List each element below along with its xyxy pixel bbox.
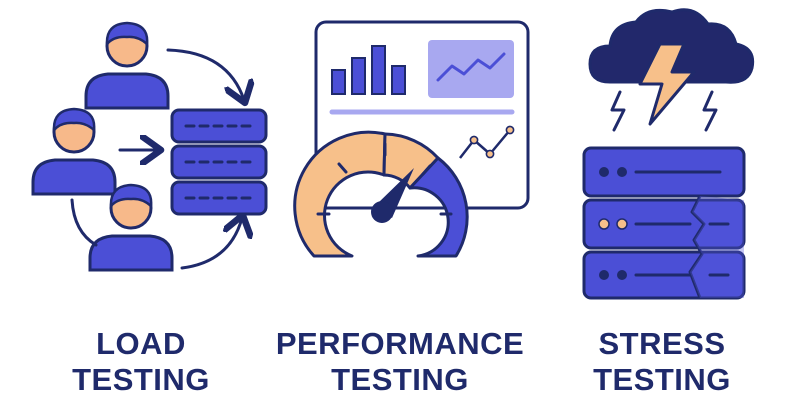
user-icon [88, 183, 174, 272]
line-chart-icon [428, 40, 514, 98]
performance-testing-caption: PERFORMANCE TESTING [272, 326, 528, 397]
line-chart-icon [459, 125, 515, 159]
lightning-icon [610, 90, 626, 132]
arrow-icon [166, 48, 244, 100]
caption-line-1: PERFORMANCE [275, 326, 525, 361]
user-icon [84, 21, 170, 110]
performance-testing-illustration [293, 20, 530, 258]
caption-line-2: TESTING [331, 361, 469, 397]
caption-line-1: STRESS [598, 326, 726, 361]
speedometer-icon [293, 130, 469, 258]
caption-line-2: TESTING [72, 361, 210, 397]
caption-line-1: LOAD [96, 326, 186, 361]
cracked-server-icon [582, 146, 746, 300]
caption-line-2: TESTING [593, 361, 731, 397]
arrow-icon [70, 198, 98, 247]
server-stack-icon [170, 108, 268, 216]
user-icon [31, 107, 117, 196]
bar-chart-icon [331, 45, 406, 95]
lightning-icon [638, 42, 696, 126]
stress-testing-caption: STRESS TESTING [572, 326, 752, 397]
stress-testing-illustration [582, 8, 755, 300]
lightning-icon [702, 90, 718, 132]
load-testing-caption: LOAD TESTING [48, 326, 234, 397]
load-testing-illustration [31, 21, 268, 272]
arrow-icon [180, 218, 242, 270]
